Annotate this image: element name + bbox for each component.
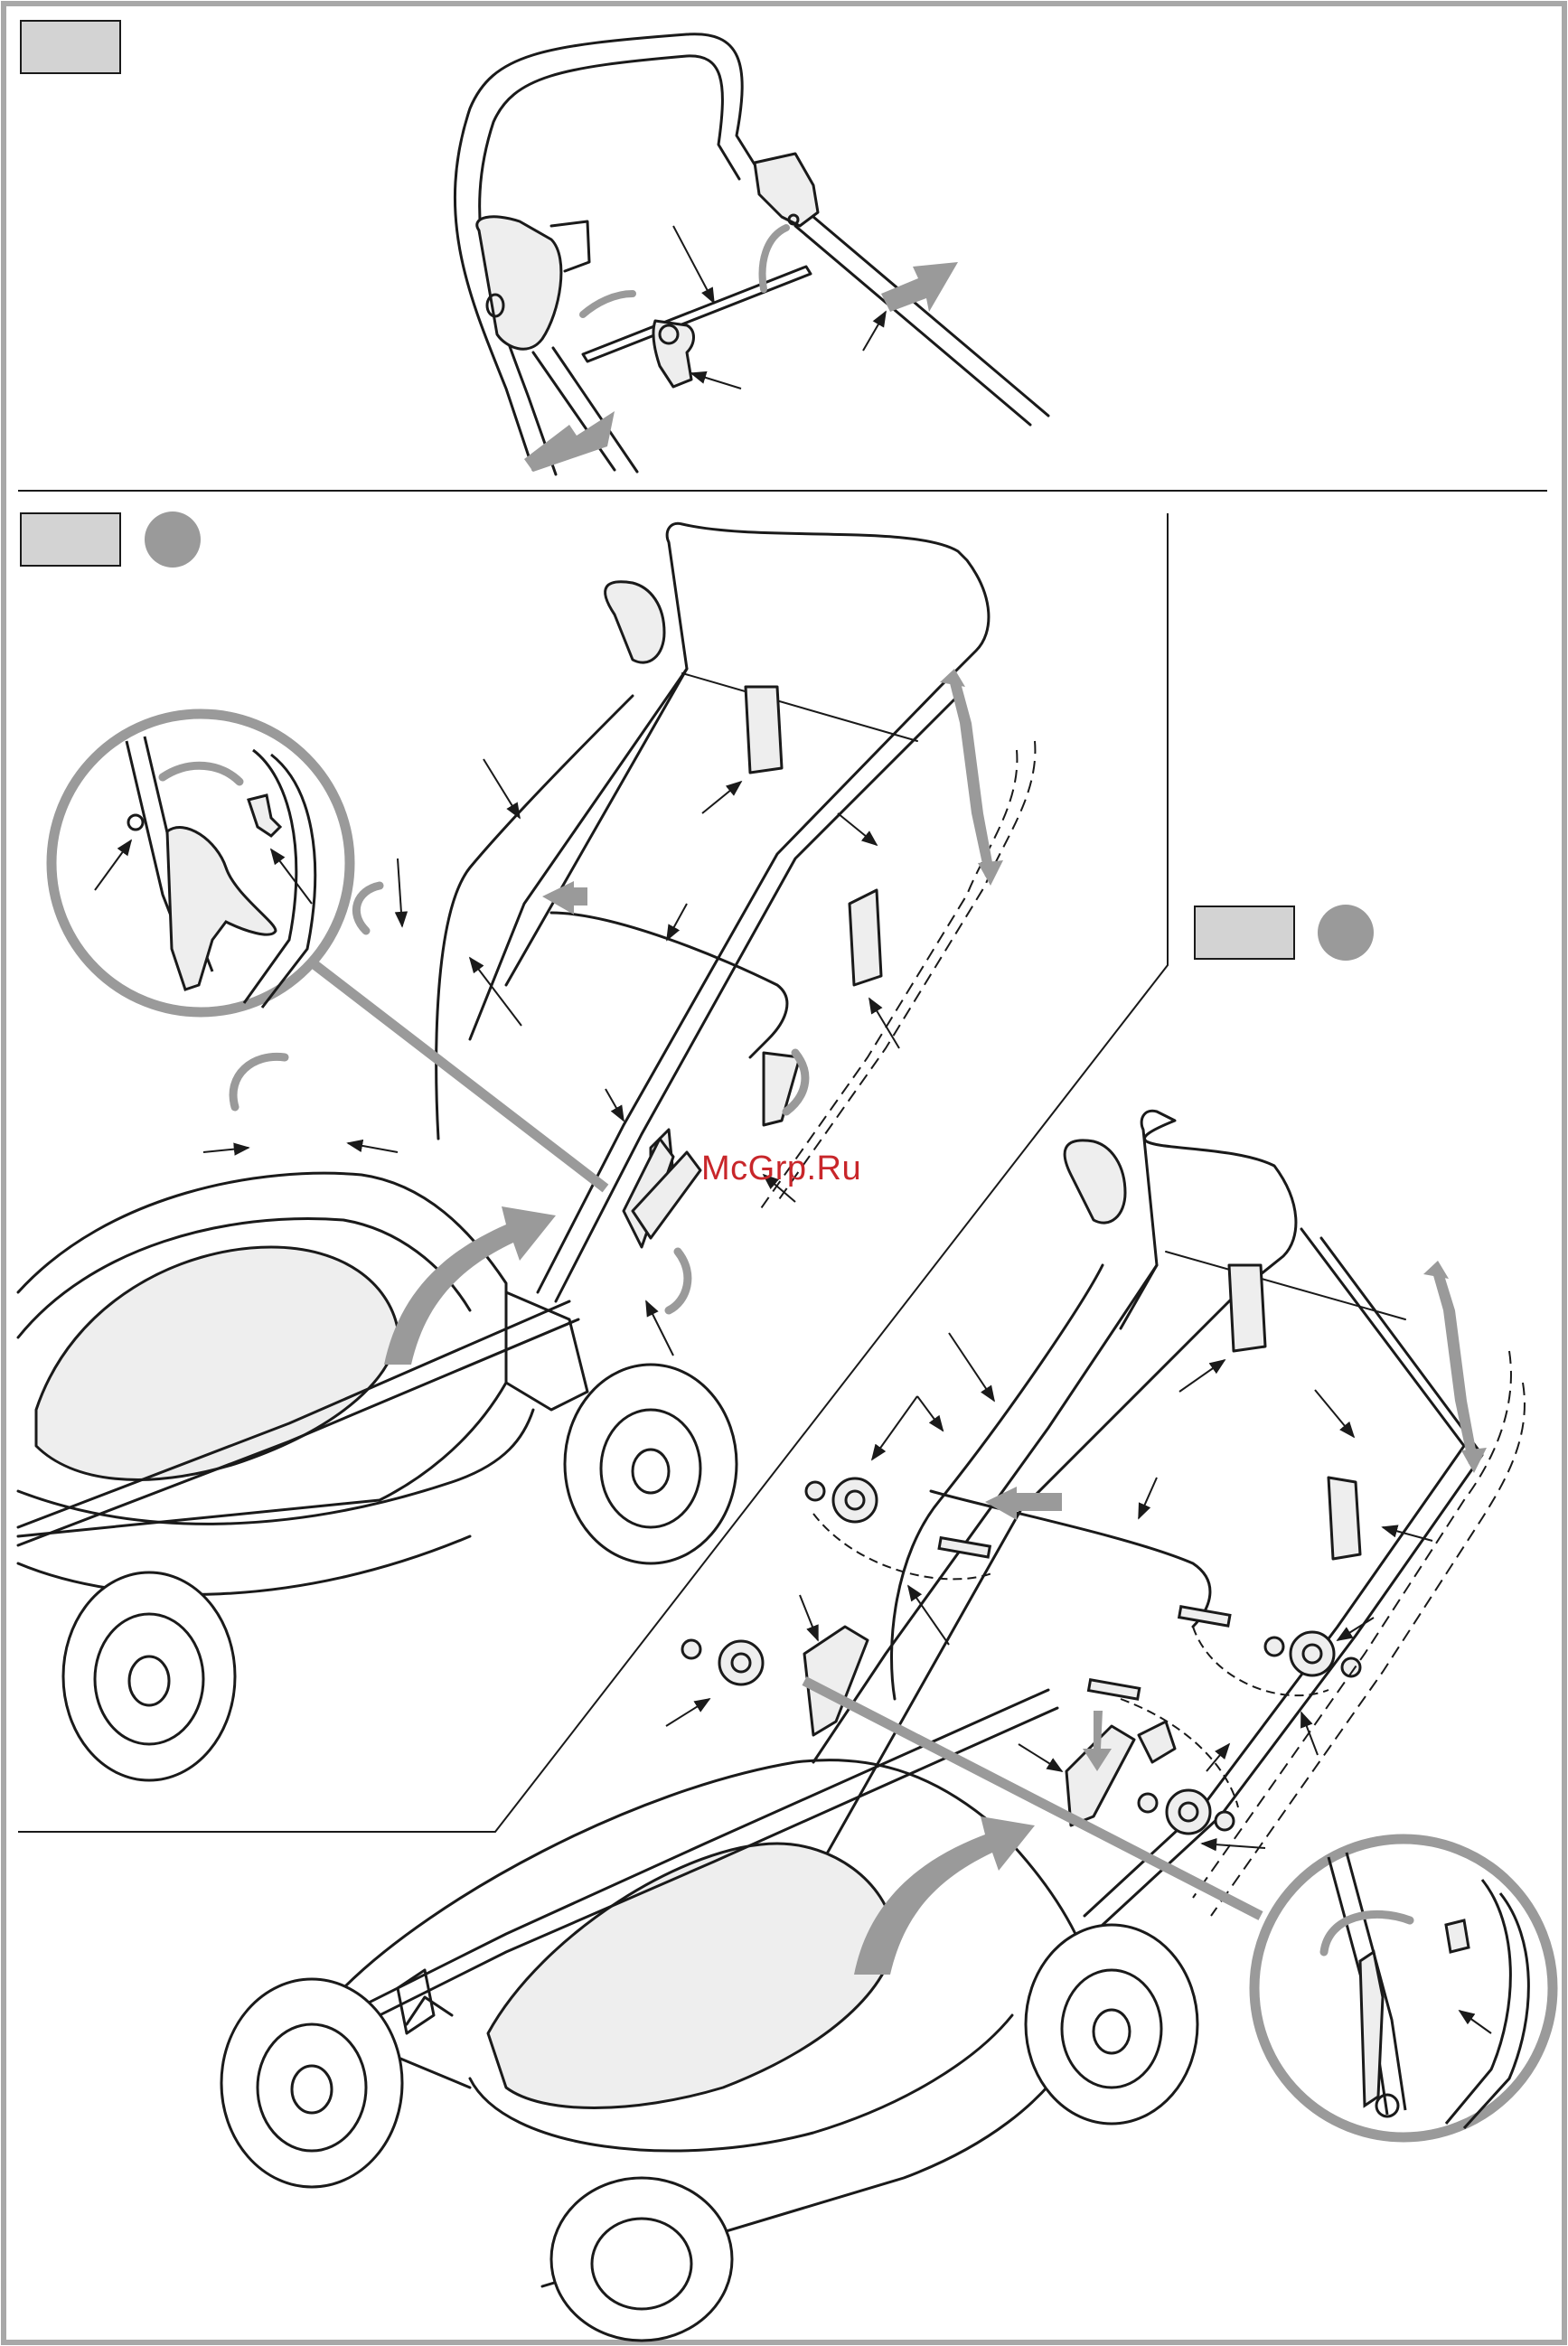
step-box-2 bbox=[21, 513, 120, 566]
rotate-arrow-icon bbox=[583, 228, 786, 314]
dashed-positions bbox=[813, 1351, 1525, 1916]
large-arrows-mid bbox=[384, 669, 1003, 1365]
step-bullet-3 bbox=[1318, 905, 1374, 961]
step-box-1 bbox=[21, 21, 120, 73]
magnifier-circle-icon bbox=[52, 714, 606, 1188]
dashed-positions bbox=[759, 741, 1035, 1211]
watermark-text: McGrp.Ru bbox=[701, 1150, 861, 1188]
handle-icon bbox=[455, 34, 1048, 474]
mower-icon bbox=[221, 1111, 1482, 2341]
knob-icon bbox=[682, 1478, 1360, 1834]
step-bullet-2 bbox=[145, 511, 201, 568]
step-box-3 bbox=[1195, 906, 1294, 959]
